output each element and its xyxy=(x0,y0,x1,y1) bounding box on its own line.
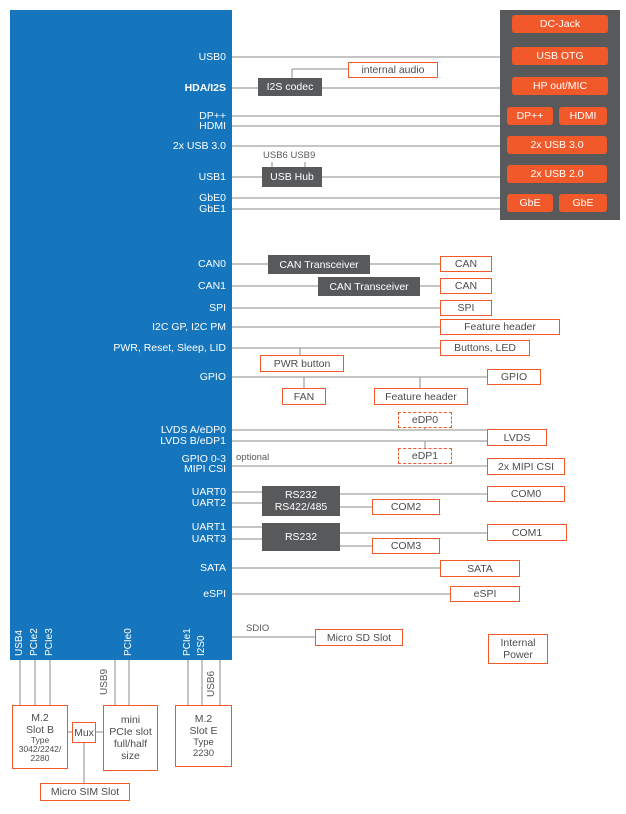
m2b-line3: Type xyxy=(30,734,50,745)
port-sata: SATA xyxy=(200,562,226,574)
minipcie-line3: full/half xyxy=(113,738,148,750)
port-pcie2: PCIe2 xyxy=(29,628,40,656)
m2e-line1: M.2 xyxy=(194,713,213,725)
io-dp: DP++ xyxy=(507,107,553,125)
lvds-box: LVDS xyxy=(487,429,547,446)
gpio-box: GPIO xyxy=(487,369,541,385)
usb-hub-chip: USB Hub xyxy=(262,167,322,187)
mux-box: Mux xyxy=(72,722,96,743)
minipcie-line4: size xyxy=(121,750,140,762)
can-transceiver-b-chip: CAN Transceiver xyxy=(318,277,420,296)
com1-box: COM1 xyxy=(487,524,567,541)
io-usb-otg: USB OTG xyxy=(512,47,608,65)
rs232-rs422-chip: RS232 RS422/485 xyxy=(262,486,340,516)
io-usb30: 2x USB 3.0 xyxy=(507,136,607,154)
rs232-chip: RS232 xyxy=(262,523,340,551)
m2b-line1: M.2 xyxy=(31,711,49,724)
com2-box: COM2 xyxy=(372,499,440,515)
port-hdmi: HDMI xyxy=(199,120,226,132)
label-usb9: USB9 xyxy=(99,668,110,695)
label-usb6: USB6 xyxy=(206,670,217,697)
port-can1: CAN1 xyxy=(197,280,226,292)
port-i2c: I2C GP, I2C PM xyxy=(152,321,226,333)
optional-note: optional xyxy=(236,452,270,463)
internal-power-box: Internal Power xyxy=(488,634,548,664)
m2-slot-e-box: M.2 Slot E Type 2230 xyxy=(175,705,232,767)
port-pcie0: PCIe0 xyxy=(123,628,134,656)
can-b-box: CAN xyxy=(440,278,492,294)
minipcie-line1: mini xyxy=(120,714,141,726)
m2e-line3: Type xyxy=(193,737,214,748)
m2-slot-b-box: M.2 Slot B Type 3042/2242/ 2280 xyxy=(12,705,68,769)
m2b-line2: Slot B xyxy=(25,723,54,736)
port-usb30: 2x USB 3.0 xyxy=(172,140,226,152)
usb-hub-inputs-label: USB6 USB9 xyxy=(263,150,316,161)
port-lvds-b: LVDS B/eDP1 xyxy=(160,435,226,447)
port-gpio: GPIO xyxy=(199,371,226,383)
m2e-line4: 2230 xyxy=(192,748,215,759)
port-espi: eSPI xyxy=(203,588,226,600)
micro-sim-slot-box: Micro SIM Slot xyxy=(40,783,130,801)
internal-power-line1: Internal xyxy=(500,637,536,649)
buttons-led-box: Buttons, LED xyxy=(440,340,530,356)
feature-header-a-box: Feature header xyxy=(440,319,560,335)
can-a-box: CAN xyxy=(440,256,492,272)
port-usb1: USB1 xyxy=(198,171,226,183)
minipcie-line2: PCIe slot xyxy=(109,726,152,738)
io-dc-jack: DC-Jack xyxy=(512,15,608,33)
rs232-rs422-line2: RS422/485 xyxy=(274,501,328,513)
port-uart3: UART3 xyxy=(191,533,226,545)
sdio-note: SDIO xyxy=(246,623,270,634)
port-can0: CAN0 xyxy=(197,258,226,270)
feature-header-b-box: Feature header xyxy=(374,388,468,405)
port-mipi-csi: MIPI CSI xyxy=(183,463,226,475)
port-usb4: USB4 xyxy=(14,629,25,656)
com0-box: COM0 xyxy=(487,486,565,502)
port-gbe0: GbE0 xyxy=(199,192,226,204)
sata-box: SATA xyxy=(440,560,520,577)
io-usb20: 2x USB 2.0 xyxy=(507,165,607,183)
io-gbe-b: GbE xyxy=(559,194,607,212)
io-hp-out-mic: HP out/MIC xyxy=(512,77,608,95)
port-pcie1: PCIe1 xyxy=(182,628,193,656)
mipi-csi-box: 2x MIPI CSI xyxy=(487,458,565,475)
i2s-codec-chip: I2S codec xyxy=(258,78,322,96)
m2e-line2: Slot E xyxy=(189,725,218,737)
port-i2s0: I2S0 xyxy=(196,635,207,656)
fan-box: FAN xyxy=(282,388,326,405)
port-lvds-a: LVDS A/eDP0 xyxy=(160,424,226,436)
port-dp: DP++ xyxy=(199,110,226,122)
m2b-line4: 3042/2242/ xyxy=(18,743,62,754)
internal-power-line2: Power xyxy=(503,649,533,661)
port-pwr-reset: PWR, Reset, Sleep, LID xyxy=(113,342,226,354)
can-transceiver-a-chip: CAN Transceiver xyxy=(268,255,370,274)
port-uart2: UART2 xyxy=(191,497,226,509)
edp0-box: eDP0 xyxy=(398,412,452,428)
pwr-button-box: PWR button xyxy=(260,355,344,372)
io-panel: DC-Jack USB OTG HP out/MIC DP++ HDMI 2x … xyxy=(500,10,620,220)
micro-sd-slot-box: Micro SD Slot xyxy=(315,629,403,646)
port-gpio-0-3: GPIO 0-3 xyxy=(181,453,226,465)
port-gbe1: GbE1 xyxy=(199,203,226,215)
spi-box: SPI xyxy=(440,300,492,316)
som-module-block: USB0 HDA/I2S DP++ HDMI 2x USB 3.0 USB1 G… xyxy=(10,10,232,660)
port-uart0: UART0 xyxy=(191,486,226,498)
port-hda-i2s: HDA/I2S xyxy=(184,82,226,94)
com3-box: COM3 xyxy=(372,538,440,554)
port-uart1: UART1 xyxy=(191,521,226,533)
io-hdmi: HDMI xyxy=(559,107,607,125)
mini-pcie-slot-box: mini PCIe slot full/half size xyxy=(103,705,158,771)
port-usb0: USB0 xyxy=(198,51,226,63)
internal-audio-box: internal audio xyxy=(348,62,438,78)
io-gbe-a: GbE xyxy=(507,194,553,212)
port-spi: SPI xyxy=(209,302,226,314)
espi-box: eSPI xyxy=(450,586,520,602)
rs232-rs422-line1: RS232 xyxy=(284,489,318,501)
port-pcie3: PCIe3 xyxy=(44,628,55,656)
edp1-box: eDP1 xyxy=(398,448,452,464)
m2b-line5: 2280 xyxy=(30,752,50,763)
